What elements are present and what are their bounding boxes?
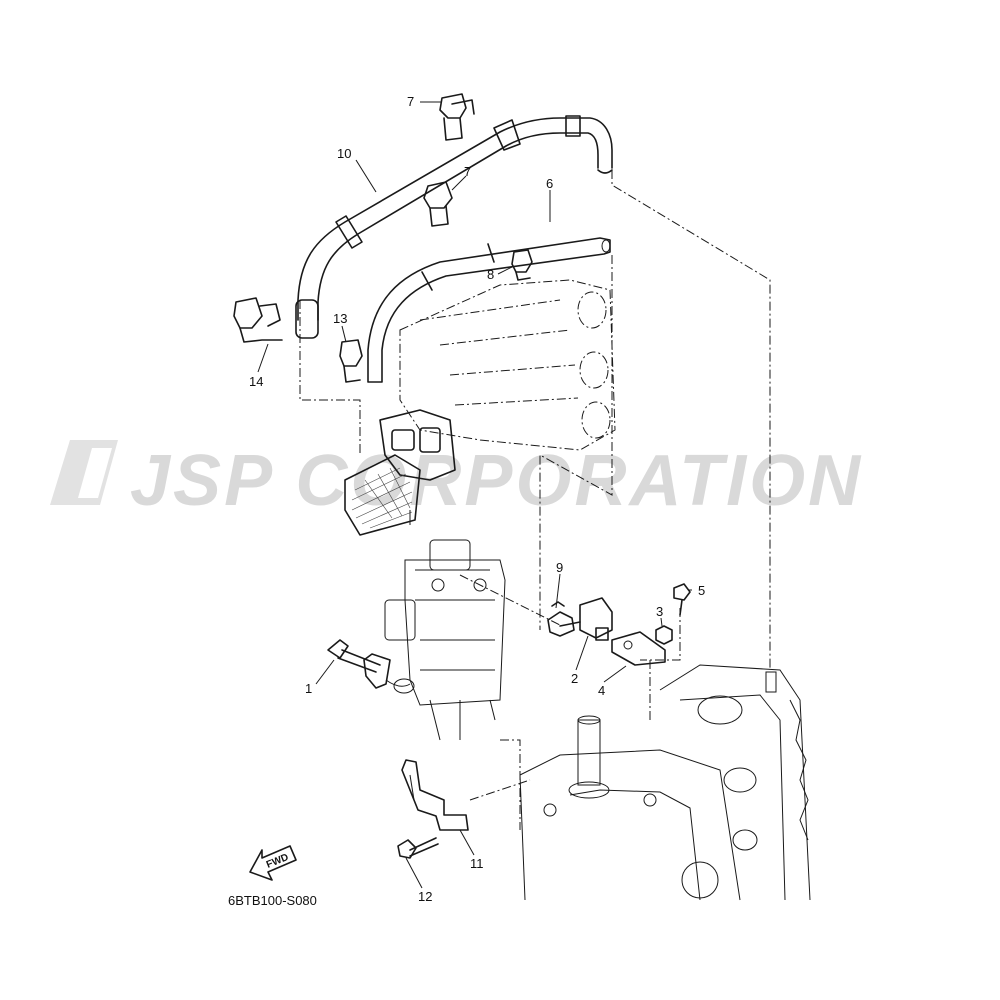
hose-end-rear xyxy=(295,299,319,339)
watermark: JSP CORPORATION xyxy=(50,440,863,521)
part-label-11: 11 xyxy=(470,856,484,871)
fitting-9 xyxy=(547,601,575,637)
part-labels: 7 10 7 6 8 13 14 9 5 3 2 4 1 11 12 xyxy=(249,94,705,904)
connection-lines xyxy=(299,170,771,830)
bracket-4 xyxy=(611,631,666,666)
throttle-body xyxy=(344,409,456,536)
clamp-7-top xyxy=(439,93,475,141)
part-label-12: 12 xyxy=(418,889,432,904)
part-label-10: 10 xyxy=(337,146,351,161)
breather-hose xyxy=(295,115,613,339)
part-label-9: 9 xyxy=(556,560,563,575)
clamp-7-mid xyxy=(423,181,453,227)
part-label-3: 3 xyxy=(656,604,663,619)
part-label-13: 13 xyxy=(333,311,347,326)
watermark-text: JSP CORPORATION xyxy=(130,441,863,521)
sensor-2 xyxy=(559,597,613,641)
bolt-5 xyxy=(673,583,691,616)
part-label-5: 5 xyxy=(698,583,705,598)
part-label-1: 1 xyxy=(305,681,312,696)
bolt-12 xyxy=(397,837,439,859)
clamp-13 xyxy=(339,339,363,383)
part-label-7: 7 xyxy=(464,164,471,179)
diagram-code: 6BTB100-S080 xyxy=(228,893,317,908)
part-label-14: 14 xyxy=(249,374,263,389)
fwd-arrow-icon: FWD xyxy=(249,845,297,881)
bolt-1 xyxy=(327,639,415,694)
bracket-11 xyxy=(401,759,469,831)
silencer xyxy=(344,454,421,536)
cylinder-head xyxy=(659,664,811,901)
part-label-8: 8 xyxy=(487,267,494,282)
part-label-6: 6 xyxy=(546,176,553,191)
nut-3 xyxy=(655,625,673,645)
clamp-8 xyxy=(511,249,533,281)
crankcase xyxy=(519,715,741,901)
intake-manifold xyxy=(399,279,616,451)
hose-6 xyxy=(367,237,611,383)
vapor-separator xyxy=(384,539,506,741)
leader-lines xyxy=(257,101,692,889)
part-label-2: 2 xyxy=(571,671,578,686)
part-label-7: 7 xyxy=(407,94,414,109)
part-label-4: 4 xyxy=(598,683,605,698)
clamp-14 xyxy=(233,297,283,343)
hose-sleeve xyxy=(335,215,363,249)
